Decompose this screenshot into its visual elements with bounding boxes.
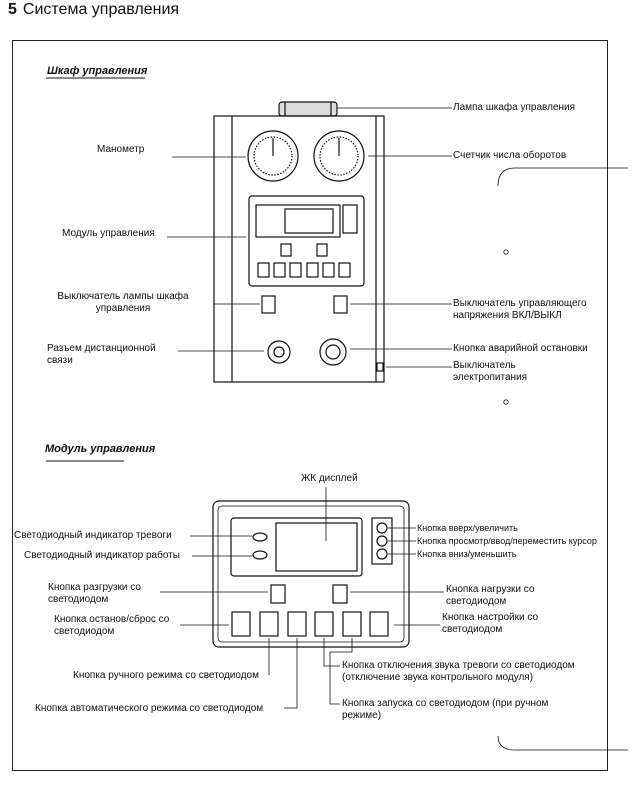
label-power-switch: Выключатель электропитания [453,360,528,383]
label-lamp-switch: Выключатель лампы шкафа управления [57,291,189,314]
label-emergency-stop: Кнопка аварийной остановки [453,343,588,354]
down-button-icon [376,548,388,560]
leader-mute [323,638,340,667]
label-remote-connector: Разъем дистанционной связи [47,343,156,366]
label-mute: Кнопка отключения звука тревоги со свето… [342,660,575,683]
cabinet-lamp-icon [278,101,338,117]
manual-button-icon [259,611,279,637]
label-stop-reset: Кнопка останов/сброс со светодиодом [54,614,170,637]
start-button-icon [342,611,362,637]
label-start: Кнопка запуска со светодиодом (при ручно… [342,698,549,721]
module-outer [212,500,410,648]
section-heading-cabinet: Шкаф управления [47,65,148,77]
side-dot [503,399,509,405]
emergency-stop-icon [319,338,347,366]
side-dot [503,249,509,255]
alarm-led-icon [252,532,268,542]
diagram-frame [12,40,608,771]
tachometer-icon [313,130,365,182]
label-load: Кнопка нагрузки со светодиодом [446,584,535,607]
manometer-icon [247,130,299,182]
label-manual: Кнопка ручного режима со светодиодом [73,670,259,681]
up-button-icon [376,522,388,534]
leader-auto [284,638,298,709]
control-cabinet [213,101,385,383]
label-up: Кнопка вверх/увеличить [417,523,518,533]
section-heading-module: Модуль управления [45,443,156,455]
cabinet-control-module-icon [248,195,365,287]
label-auto: Кнопка автоматического режима со светоди… [35,703,264,714]
label-alarm-led: Светодиодный индикатор тревоги [14,530,172,541]
control-module [212,500,410,648]
mute-button-icon [314,611,334,637]
label-down: Кнопка вниз/уменьшить [417,549,517,559]
settings-button-icon [369,611,389,637]
auto-button-icon [287,611,307,637]
label-run-led: Светодиодный индикатор работы [24,550,180,561]
label-control-module: Модуль управления [62,228,155,239]
unload-button-icon [270,584,286,604]
stop-reset-button-icon [231,611,251,637]
power-switch-icon [376,362,384,372]
label-tachometer: Счетчик числа оборотов [453,150,567,161]
label-voltage-switch: Выключатель управляющего напряжения ВКЛ/… [453,298,587,321]
module-display-frame [230,517,363,577]
lamp-switch-icon [261,295,276,314]
leader-start [329,638,353,705]
load-button-icon [332,584,348,604]
section-number: 5 [8,1,17,18]
voltage-switch-icon [333,295,348,314]
run-led-icon [252,550,268,560]
enter-button-icon [376,535,388,547]
side-bracket-bottom [497,735,628,751]
section-title: Система управления [22,1,180,18]
cabinet-module-buttons [257,262,351,278]
remote-connector-icon [267,340,291,364]
label-unload: Кнопка разгрузки со светодиодом [48,582,141,605]
side-bracket-top [497,167,628,187]
label-lamp: Лампа шкафа управления [453,102,576,113]
page-title: 5 Система управления [8,1,179,19]
cabinet-body [213,115,385,383]
label-settings: Кнопка настройки со светодиодом [442,612,539,635]
label-lcd: ЖК дисплей [301,473,358,484]
label-manometer: Манометр [97,144,145,155]
lcd-display-icon [275,522,358,572]
label-enter: Кнопка просмотр/ввод/переместить курсор [417,536,597,546]
